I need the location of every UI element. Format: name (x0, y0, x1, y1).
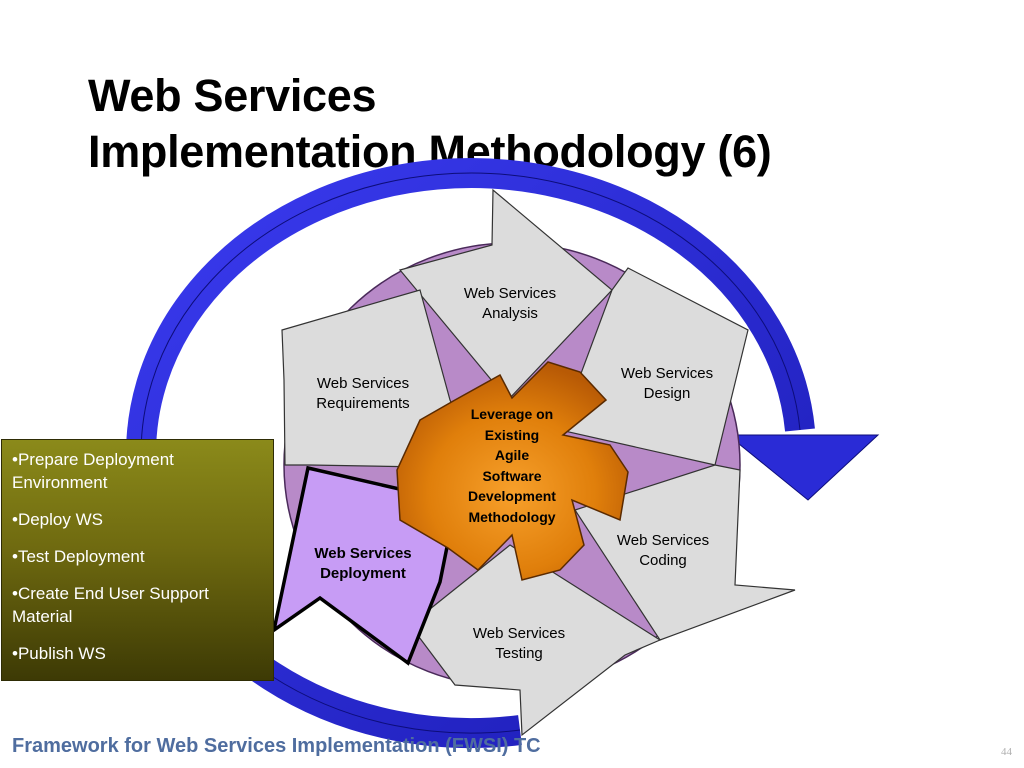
phase-requirements-line-2: Requirements (316, 395, 410, 412)
page-number: 44 (1001, 746, 1012, 758)
outer-ring-arrowhead (726, 434, 880, 501)
slide-title-line-1: Web Services (88, 70, 377, 121)
phase-design-line-1: Web Services (620, 365, 714, 382)
phase-label-analysis: Web Services Analysis (435, 284, 585, 324)
center-gear-shape (396, 361, 629, 581)
center-methodology-label: Leverage on Existing Agile Software Deve… (452, 404, 572, 527)
center-line-5: Development (468, 488, 556, 504)
phase-coding-line-1: Web Services (616, 532, 710, 549)
center-line-3: Agile (494, 447, 530, 463)
phase-label-deployment: Web Services Deployment (288, 544, 438, 584)
phase-arrow-testing (409, 544, 662, 737)
phase-testing-line-1: Web Services (472, 625, 566, 642)
center-line-6: Methodology (468, 508, 556, 525)
phase-testing-line-2: Testing (495, 645, 543, 662)
slide-footer: Framework for Web Services Implementatio… (12, 735, 541, 757)
phase-label-design: Web Services Design (592, 364, 742, 404)
panel-item-prepare-environment: •Prepare Deployment Environment (12, 450, 174, 492)
outer-ring-edge (140, 172, 801, 734)
phase-label-testing: Web Services Testing (444, 624, 594, 664)
phase-deployment-line-1: Web Services (314, 545, 412, 562)
phase-label-coding: Web Services Coding (588, 531, 738, 571)
panel-item-create-support-material: •Create End User Support Material (12, 584, 209, 626)
phase-analysis-line-1: Web Services (463, 285, 557, 302)
deployment-details-panel: •Prepare Deployment Environment •Deploy … (1, 439, 274, 681)
phase-deployment-line-2: Deployment (320, 565, 406, 582)
center-line-1: Leverage on (470, 406, 554, 422)
phase-design-line-2: Design (643, 385, 691, 402)
slide-title: Web Services Implementation Methodology … (88, 68, 772, 180)
phase-coding-line-2: Coding (639, 552, 687, 569)
panel-item-deploy-ws: •Deploy WS (12, 510, 103, 529)
phase-arrow-analysis (398, 188, 613, 401)
panel-item-test-deployment: •Test Deployment (12, 547, 145, 566)
phase-analysis-line-2: Analysis (482, 305, 538, 322)
center-line-4: Software (482, 467, 542, 484)
panel-item-publish-ws: •Publish WS (12, 644, 106, 663)
phase-label-requirements: Web Services Requirements (288, 374, 438, 414)
center-line-2: Existing (484, 426, 540, 443)
phase-requirements-line-1: Web Services (316, 375, 410, 392)
